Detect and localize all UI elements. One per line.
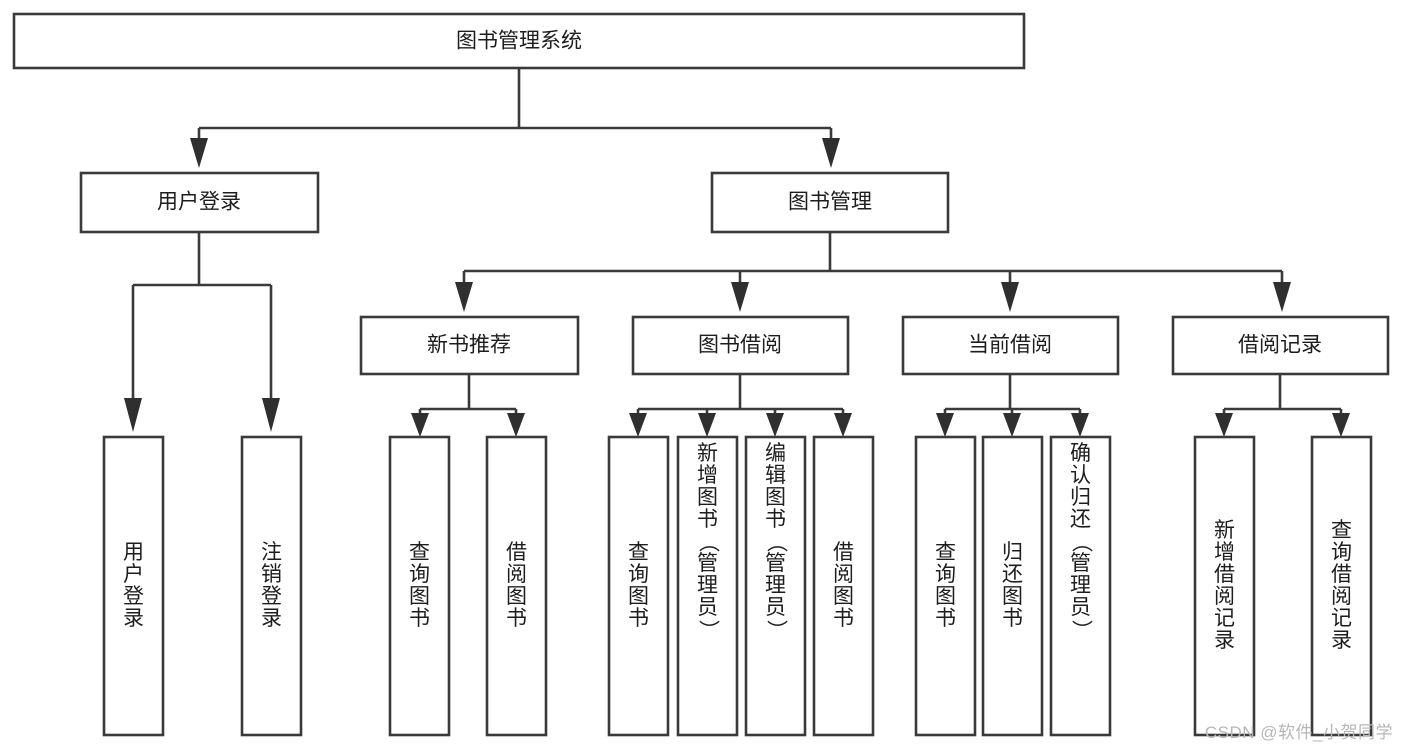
node-book-manage-label: 图书管理: [788, 191, 872, 214]
leaf-box-book-borrow-lend[interactable]: [812, 435, 875, 737]
leaf-box-book-borrow-edit[interactable]: [744, 435, 807, 737]
leaf-box-new-book-query[interactable]: [388, 435, 451, 737]
node-current-borrow-label: 当前借阅: [968, 334, 1052, 357]
node-new-book-recommend[interactable]: 新书推荐: [359, 315, 580, 376]
leaf-box-book-borrow-query[interactable]: [607, 435, 670, 737]
leaf-box-borrow-record-add[interactable]: [1193, 435, 1256, 737]
node-book-borrow-label: 图书借阅: [698, 334, 782, 357]
arrow-head-new-book-leaf-1: [411, 413, 429, 437]
node-borrow-record-box: [1171, 315, 1390, 376]
arrow-head-new-book-leaf-2: [507, 413, 525, 437]
node-book-borrow[interactable]: 图书借阅: [631, 315, 850, 376]
arrow-head-borrow-record-leaf-2: [1332, 413, 1350, 437]
arrow-head-current-borrow-leaf-3: [1071, 413, 1089, 437]
leaf-box-borrow-record-query[interactable]: [1310, 435, 1373, 737]
arrow-head-to-book-borrow: [731, 282, 749, 312]
node-book-borrow-box: [631, 315, 850, 376]
arrow-head-to-current-borrow: [1001, 282, 1019, 312]
leaf-box-current-borrow-confirm[interactable]: [1049, 435, 1112, 737]
node-current-borrow-box: [901, 315, 1120, 376]
arrow-head-book-borrow-leaf-2: [698, 413, 716, 437]
arrow-head-book-borrow-leaf-1: [629, 413, 647, 437]
arrow-head-borrow-record-leaf-1: [1215, 413, 1233, 437]
leaf-box-user-login-login[interactable]: [102, 435, 165, 737]
arrow-head-book-borrow-leaf-3: [766, 413, 784, 437]
arrow-head-to-book-manage: [822, 138, 840, 168]
node-user-login-label: 用户登录: [157, 191, 241, 214]
leaf-box-user-login-logout[interactable]: [240, 435, 303, 737]
arrow-head-to-user-login: [190, 138, 208, 168]
node-new-book-recommend-box: [359, 315, 580, 376]
arrow-head-user-login-leaf-2: [262, 398, 280, 432]
node-root-system[interactable]: 图书管理系统: [12, 12, 1026, 70]
node-user-login[interactable]: 用户登录: [79, 171, 320, 234]
node-book-manage-box: [710, 171, 950, 234]
node-borrow-record[interactable]: 借阅记录: [1171, 315, 1390, 376]
node-book-manage[interactable]: 图书管理: [710, 171, 950, 234]
arrow-head-user-login-leaf-1: [124, 398, 142, 432]
arrow-head-to-borrow-record: [1273, 282, 1291, 312]
leaf-box-book-borrow-add[interactable]: [676, 435, 739, 737]
leaf-box-new-book-borrow[interactable]: [485, 435, 548, 737]
arrow-head-current-borrow-leaf-1: [936, 413, 954, 437]
node-borrow-record-label: 借阅记录: [1238, 334, 1322, 357]
arrow-head-current-borrow-leaf-2: [1003, 413, 1021, 437]
node-new-book-recommend-label: 新书推荐: [427, 334, 511, 357]
node-root-system-label: 图书管理系统: [456, 30, 582, 53]
arrow-head-to-new-book: [455, 282, 473, 312]
arrow-head-book-borrow-leaf-4: [834, 413, 852, 437]
node-current-borrow[interactable]: 当前借阅: [901, 315, 1120, 376]
leaf-box-current-borrow-query[interactable]: [914, 435, 977, 737]
node-root-system-box: [12, 12, 1026, 70]
leaf-box-current-borrow-return[interactable]: [981, 435, 1044, 737]
